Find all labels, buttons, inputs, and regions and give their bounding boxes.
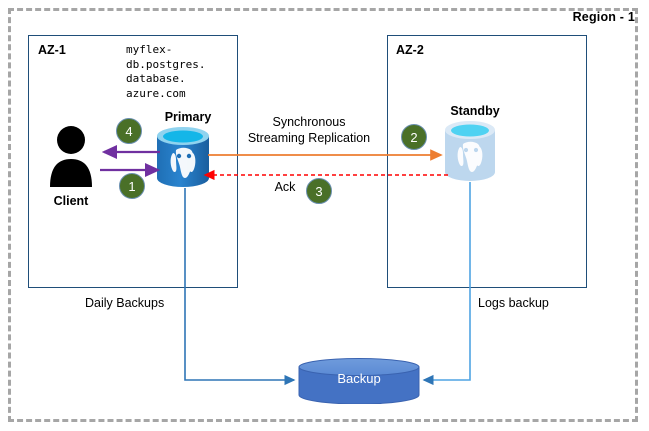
- replication-label: Synchronous Streaming Replication: [247, 115, 371, 145]
- client-person-icon: [48, 125, 94, 187]
- backup-label: Backup: [337, 371, 381, 386]
- availability-zone-1-label: AZ-1: [38, 43, 66, 57]
- daily-backups-label: Daily Backups: [85, 296, 165, 310]
- availability-zone-2-box: [387, 35, 587, 288]
- standby-database-icon: [443, 120, 497, 182]
- step-badge-4: 4: [116, 118, 142, 144]
- standby-node-label: Standby: [450, 104, 500, 118]
- availability-zone-1-box: [28, 35, 238, 288]
- ack-label: Ack: [274, 180, 296, 194]
- client-label: Client: [53, 194, 89, 208]
- primary-node-label: Primary: [164, 110, 212, 124]
- step-badge-2: 2: [401, 124, 427, 150]
- availability-zone-2-label: AZ-2: [396, 43, 424, 57]
- region-label: Region - 1: [572, 10, 635, 24]
- step-badge-3: 3: [306, 178, 332, 204]
- backup-storage-icon: [298, 358, 420, 405]
- logs-backup-label: Logs backup: [478, 296, 549, 310]
- region-boundary: [8, 8, 638, 422]
- step-badge-1: 1: [119, 173, 145, 199]
- primary-database-icon: [155, 126, 211, 188]
- database-hostname-text: myflex- db.postgres. database. azure.com: [126, 43, 206, 100]
